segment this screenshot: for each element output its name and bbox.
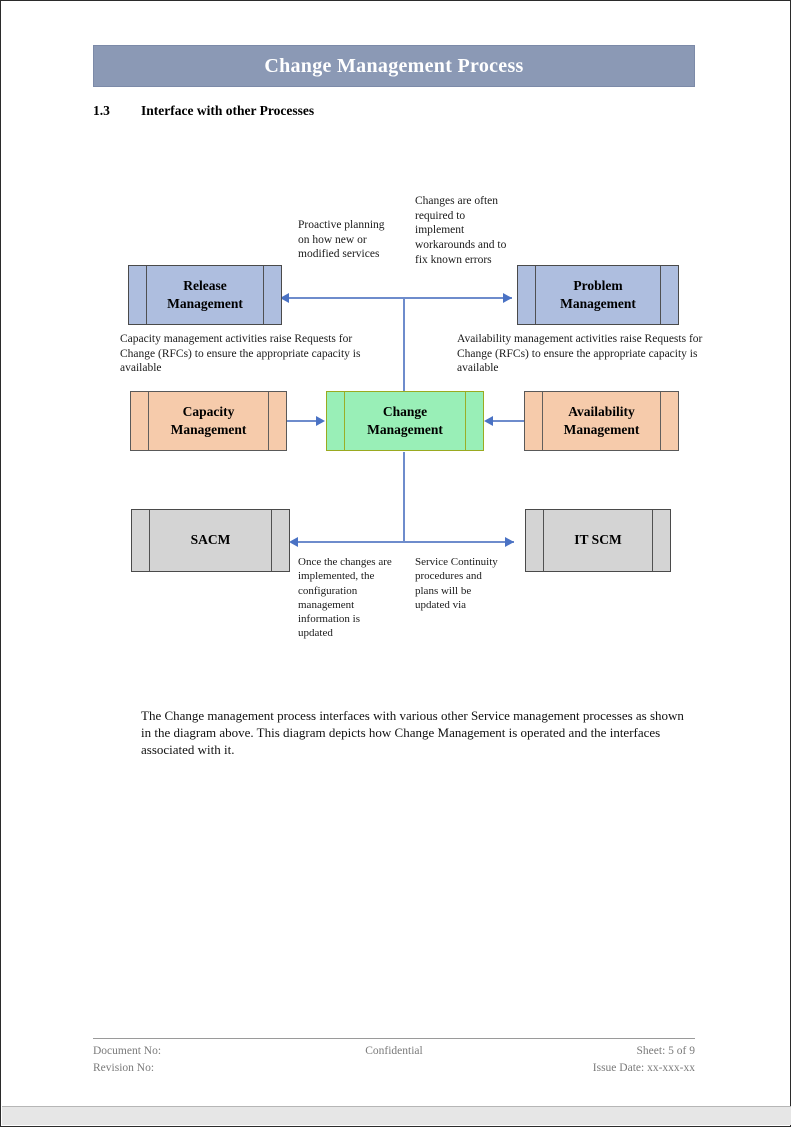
connector-release-problem [288,297,512,299]
arrowhead-to-change-from-availability [484,416,493,426]
body-paragraph: The Change management process interfaces… [141,708,684,758]
page-title: Change Management Process [264,54,524,77]
process-box-label: Change Management [361,403,449,439]
process-box-label: Release Management [161,277,249,313]
document-title-banner: Change Management Process [93,45,695,87]
annotation-sacm-note: Once the changes are implemented, the co… [298,556,392,640]
section-heading: 1.3 Interface with other Processes [93,103,695,119]
annotation-availability-note: Availability management activities raise… [457,333,703,375]
arrowhead-to-problem [503,293,512,303]
process-shape-bar-right [271,510,272,571]
process-box-label: Problem Management [554,277,642,313]
arrowhead-to-release [280,293,289,303]
process-box-label-line2: Management [170,422,247,437]
process-box-label-line1: Release [183,277,227,293]
process-shape-bar-right [465,392,466,450]
process-box-label-line1: Capacity [182,403,235,419]
connector-availability-change [492,420,524,422]
annotation-capacity-note: Capacity management activities raise Req… [120,333,361,375]
process-box-label: Capacity Management [165,403,253,439]
process-shape-bar-left [344,392,345,450]
annotation-proactive-planning: Proactive planning on how new or modifie… [298,219,385,261]
process-shape-bar-right [660,266,661,324]
process-box-label-line1: IT SCM [574,532,622,548]
connector-sacm-itscm [297,541,514,543]
process-box-label-line1: Change [382,403,428,419]
process-box-availability-management[interactable]: Availability Management [524,391,679,451]
process-shape-bar-right [660,392,661,450]
annotation-itscm-note: Service Continuity procedures and plans … [415,556,498,611]
process-box-problem-management[interactable]: Problem Management [517,265,679,325]
process-box-change-management[interactable]: Change Management [326,391,484,451]
process-box-capacity-management[interactable]: Capacity Management [130,391,287,451]
arrowhead-to-sacm [289,537,298,547]
connector-bottom-stem [403,452,405,542]
footer-revision-no: Revision No: [93,1061,155,1074]
annotation-changes-required: Changes are often required to implement … [415,195,507,266]
process-shape-bar-left [543,510,544,571]
arrowhead-to-change-from-capacity [316,416,325,426]
process-shape-bar-right [268,392,269,450]
process-box-label-line1: SACM [190,532,231,548]
footer-sheet-number: Sheet: 5 of 9 [636,1045,695,1057]
process-box-label-line2: Management [563,422,640,437]
footer-issue-date: Issue Date: xx-xxx-xx [592,1061,695,1074]
process-box-label-line1: Availability [568,403,635,419]
process-interface-diagram: Release Management Problem Management Ca… [120,195,703,640]
process-box-label-line2: Management [367,422,443,437]
footer-row-top: Document No: Confidential Sheet: 5 of 9 [93,1043,695,1060]
page-bottom-strip [2,1106,791,1125]
process-shape-bar-right [263,266,264,324]
connector-top-stem [403,297,405,392]
footer-confidential: Confidential [365,1045,423,1057]
arrowhead-to-itscm [505,537,514,547]
process-box-release-management[interactable]: Release Management [128,265,282,325]
process-box-label-line1: Problem [573,277,623,293]
section-title: Interface with other Processes [141,103,315,118]
connector-capacity-change [287,420,318,422]
process-shape-bar-left [535,266,536,324]
process-shape-bar-right [652,510,653,571]
process-box-label-line2: Management [167,296,243,311]
process-box-label: Availability Management [558,403,646,439]
process-box-label: IT SCM [568,531,627,549]
process-box-it-scm[interactable]: IT SCM [525,509,671,572]
process-box-label-line2: Management [560,296,636,311]
process-shape-bar-left [542,392,543,450]
process-shape-bar-left [148,392,149,450]
footer-row-bottom: Revision No: Issue Date: xx-xxx-xx [93,1060,695,1077]
page-footer: Document No: Confidential Sheet: 5 of 9 … [93,1038,695,1076]
footer-document-no: Document No: [93,1045,162,1057]
process-shape-bar-left [146,266,147,324]
process-shape-bar-left [149,510,150,571]
section-number: 1.3 [93,103,110,118]
process-box-sacm[interactable]: SACM [131,509,290,572]
process-box-label: SACM [185,531,237,549]
